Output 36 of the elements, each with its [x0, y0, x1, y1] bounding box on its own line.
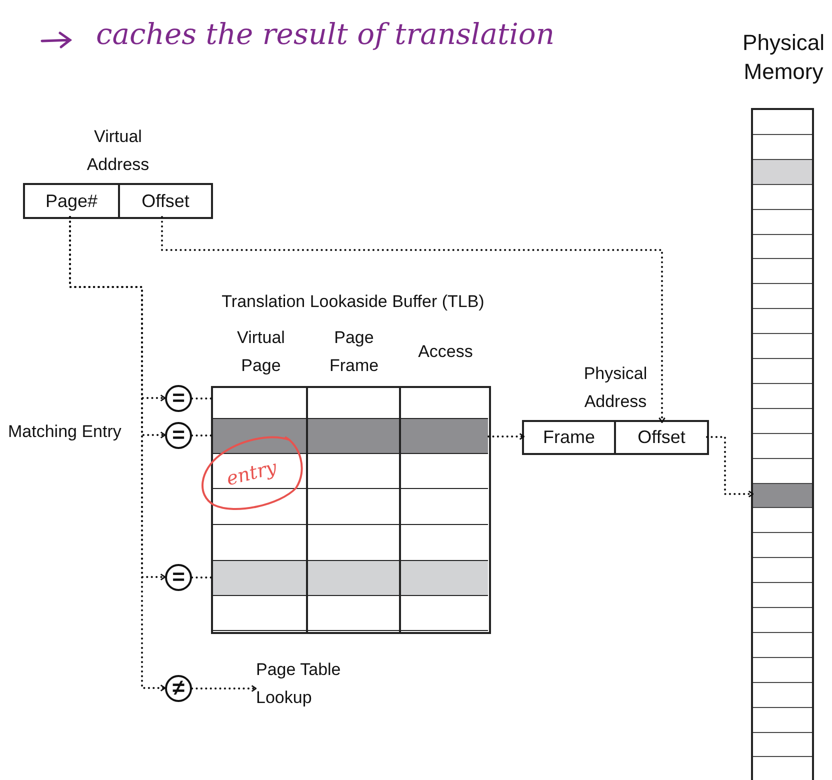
field-label: Offset	[140, 190, 190, 213]
dotted-arrow	[488, 433, 525, 440]
comparator-circle	[165, 564, 192, 591]
memory-row	[753, 484, 812, 508]
dotted-arrow	[191, 685, 257, 692]
table-row	[213, 488, 488, 524]
column-header: Access	[417, 341, 474, 363]
table-row	[213, 596, 488, 631]
comparator-circle	[165, 675, 192, 702]
comparison-symbol: =	[171, 566, 186, 588]
column-header: Virtual Page	[236, 327, 286, 377]
field-label: Offset	[636, 426, 686, 449]
comparison-symbol: =	[171, 387, 186, 409]
field-label: Frame	[542, 426, 596, 449]
dotted-arrow	[161, 216, 666, 423]
heading: Physical Address	[582, 363, 648, 413]
handwritten-note: caches the result of translation	[96, 16, 556, 53]
comparison-symbol: ≠	[171, 677, 186, 699]
heading: Virtual Address	[86, 126, 150, 176]
dotted-arrow	[69, 216, 166, 692]
comparator-circle	[165, 385, 192, 412]
handwritten-note: entry	[224, 456, 280, 492]
comparison-symbol: =	[171, 424, 186, 446]
column-header: Page Frame	[328, 327, 380, 377]
table-row	[213, 524, 488, 560]
heading: Physical Memory	[742, 29, 826, 86]
dotted-arrow	[706, 436, 754, 498]
table-row	[213, 560, 488, 596]
table-row	[213, 454, 488, 488]
comparator-circle	[165, 422, 192, 449]
heading: Translation Lookaside Buffer (TLB)	[220, 291, 486, 313]
table-row	[213, 418, 488, 454]
node-label: Page Table Lookup	[256, 659, 342, 709]
memory-row	[753, 160, 812, 185]
field-label: Page#	[44, 190, 99, 213]
annotation-label: Matching Entry	[8, 421, 122, 443]
